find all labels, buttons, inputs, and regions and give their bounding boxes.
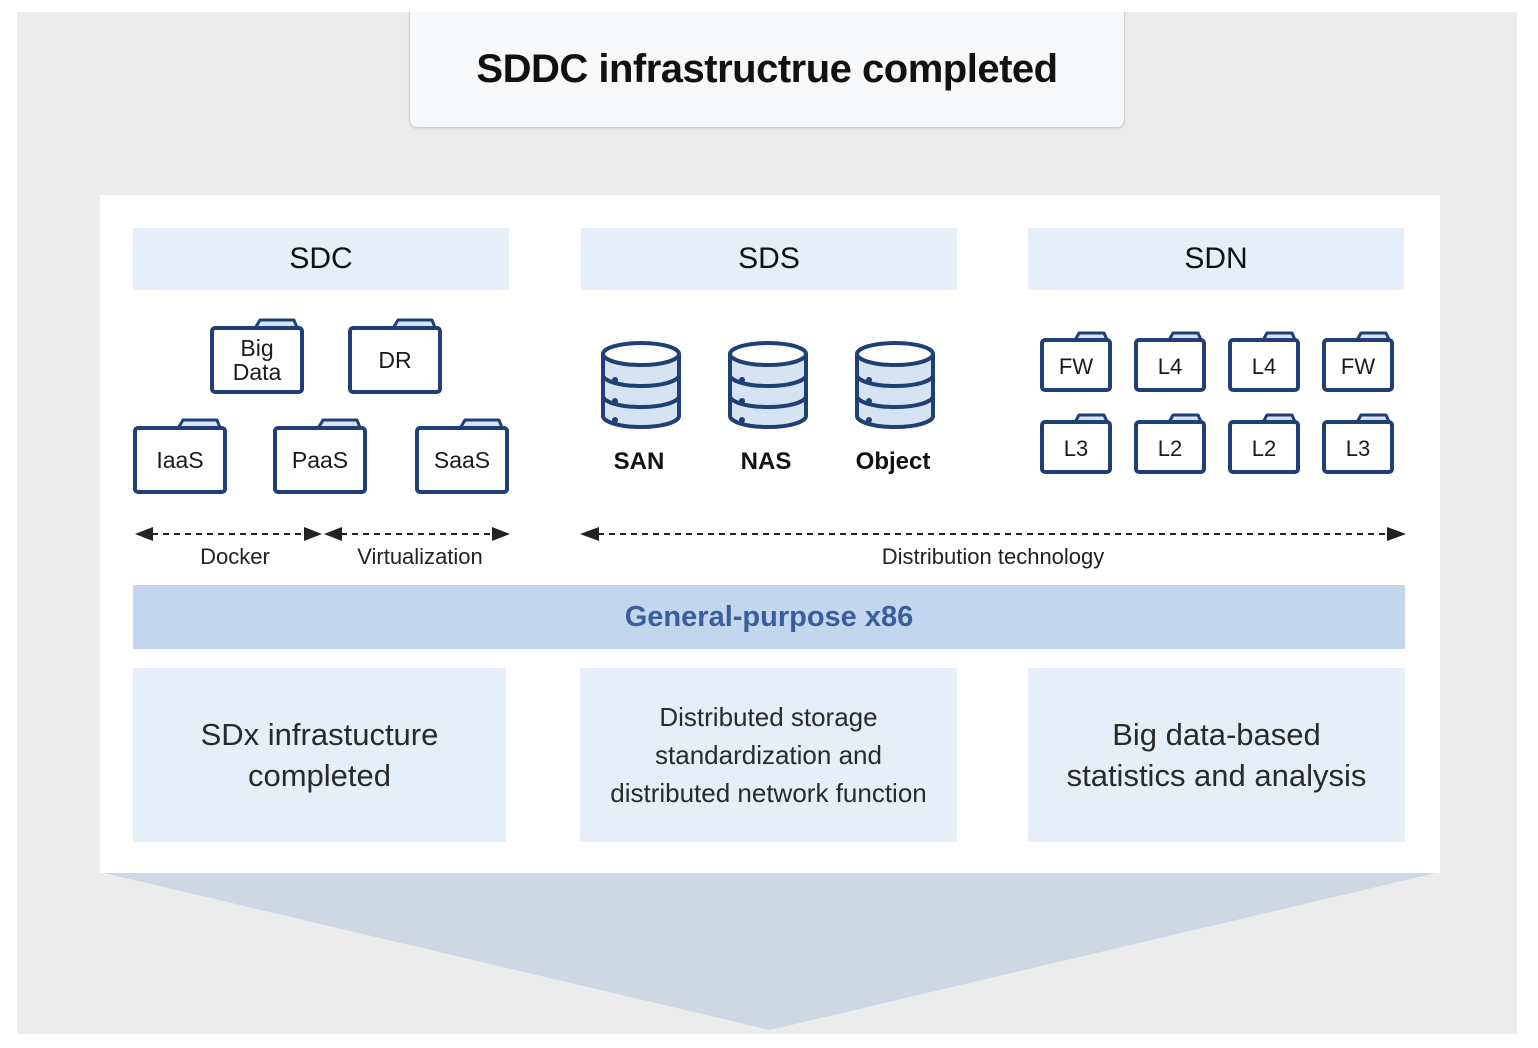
outcome-distributed-line-2: standardization and [655,740,882,770]
arrow-label-docker: Docker [200,544,270,569]
storage-label-object: Object [855,448,931,475]
base-platform-bar: General-purpose x86 [133,585,1405,649]
folder-l3-icon: L3 [1040,412,1112,474]
folder-paas-icon: PaaS [273,416,367,494]
folder-iaas-icon: IaaS [133,416,227,494]
folder-saas-icon: SaaS [415,416,509,494]
header-sdc: SDC [133,228,509,290]
outcome-distributed-line-3: distributed network function [610,778,927,808]
distribution-arrow [580,527,1406,541]
folder-fw-icon: FW [1040,330,1112,392]
database-nas-icon [728,341,808,429]
storage-label-san: SAN [613,448,665,475]
folder-l2-icon: L2 [1134,412,1206,474]
header-sdn: SDN [1028,228,1404,290]
folder-label-fw: FW [1340,354,1376,379]
folder-dr-icon: DR [348,316,442,394]
outcome-box-distributed: Distributed storage standardization and … [580,668,957,842]
folder-label-l4: L4 [1157,354,1183,379]
outcome-box-sdx: SDx infrastucture completed [133,668,506,842]
folder-label-fw: FW [1058,354,1094,379]
database-san-icon [601,341,681,429]
folder-l2-icon: L2 [1228,412,1300,474]
big-data-line-2: Data [232,359,282,385]
virtualization-arrow [324,527,510,541]
arrow-label-virtualization: Virtualization [357,544,483,569]
storage-label-nas: NAS [740,448,792,475]
folder-label-l2: L2 [1157,436,1183,461]
database-object-icon [855,341,935,429]
outcome-sdx-line-2: completed [247,758,391,793]
folder-label-l3: L3 [1345,436,1371,461]
arrow-label-distribution: Distribution technology [881,544,1105,569]
folder-l4-icon: L4 [1228,330,1300,392]
big-data-line-1: Big [240,335,274,361]
page-title: SDDC infrastructrue completed [476,47,1058,91]
folder-fw-icon: FW [1322,330,1394,392]
outcome-box-bigdata: Big data-based statistics and analysis [1028,668,1405,842]
docker-arrow [135,527,322,541]
outcome-sdx-line-1: SDx infrastucture [200,717,439,752]
folder-label-l4: L4 [1251,354,1277,379]
folder-label-dr: DR [378,347,412,373]
outcome-bigdata-line-1: Big data-based [1112,717,1321,752]
folder-label-saas: SaaS [433,447,491,473]
folder-label-paas: PaaS [291,447,349,473]
header-sds: SDS [581,228,957,290]
folder-label-iaas: IaaS [156,447,204,473]
outcome-distributed-line-1: Distributed storage [659,702,878,732]
folder-label-l2: L2 [1251,436,1277,461]
outcome-bigdata-line-2: statistics and analysis [1066,758,1367,793]
folder-label-l3: L3 [1063,436,1089,461]
folder-l3-icon: L3 [1322,412,1394,474]
title-box: SDDC infrastructrue completed [409,12,1125,128]
folder-l4-icon: L4 [1134,330,1206,392]
